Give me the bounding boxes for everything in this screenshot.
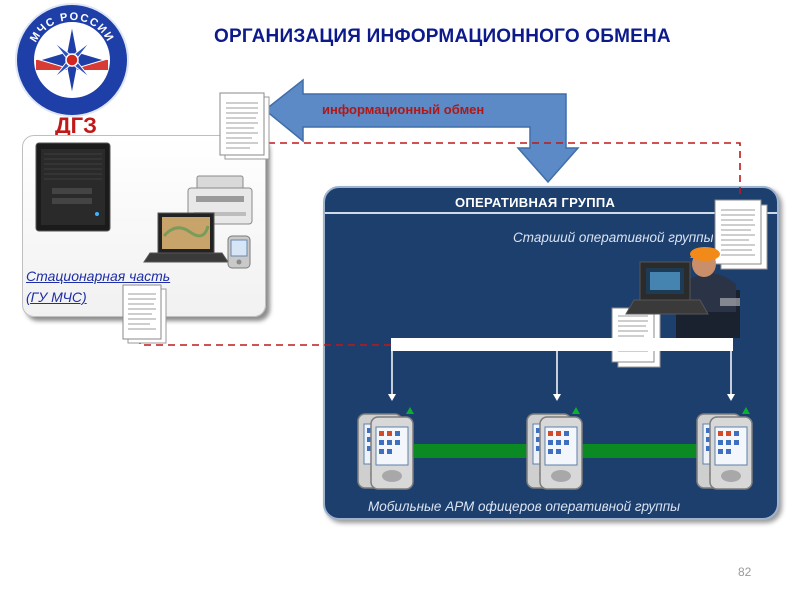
stationary-part-line-1: Стационарная часть	[26, 268, 171, 284]
green-link	[414, 444, 700, 458]
mobile-workstation-1b	[370, 416, 414, 490]
laptop-icon	[143, 212, 229, 263]
senior-officer-label: Старший оперативной группы	[513, 230, 713, 245]
mobile-workstation-2b	[539, 416, 583, 490]
stationary-part-line-2: (ГУ МЧС)	[26, 289, 87, 305]
officer-with-laptop-icon	[625, 247, 740, 338]
pda-icon	[227, 235, 251, 269]
stationary-part-label: Стационарная часть (ГУ МЧС)	[26, 266, 170, 308]
document-icon	[714, 199, 768, 270]
dashed-link-top	[268, 142, 741, 196]
operational-group-divider	[325, 212, 777, 214]
dashed-link-bottom	[139, 325, 392, 346]
mobile-workstation-3b	[709, 416, 753, 490]
dgz-label: ДГЗ	[55, 113, 97, 138]
page-number: 82	[738, 565, 752, 579]
server-icon	[35, 142, 111, 232]
distribution-bus	[388, 338, 735, 401]
document-icon	[122, 284, 167, 344]
operational-group-title: ОПЕРАТИВНАЯ ГРУППА	[455, 195, 616, 210]
green-indicator	[406, 407, 750, 414]
information-exchange-arrow	[263, 78, 580, 184]
information-exchange-label: информационный обмен	[322, 102, 485, 117]
page-title: ОРГАНИЗАЦИЯ ИНФОРМАЦИОННОГО ОБМЕНА	[214, 26, 671, 47]
document-icon	[219, 92, 270, 160]
document-icon	[611, 307, 661, 368]
mobile-workstations-label: Мобильные АРМ офицеров оперативной групп…	[368, 499, 681, 514]
mchs-emblem: МЧС РОССИИ EMERCOM	[15, 3, 129, 117]
